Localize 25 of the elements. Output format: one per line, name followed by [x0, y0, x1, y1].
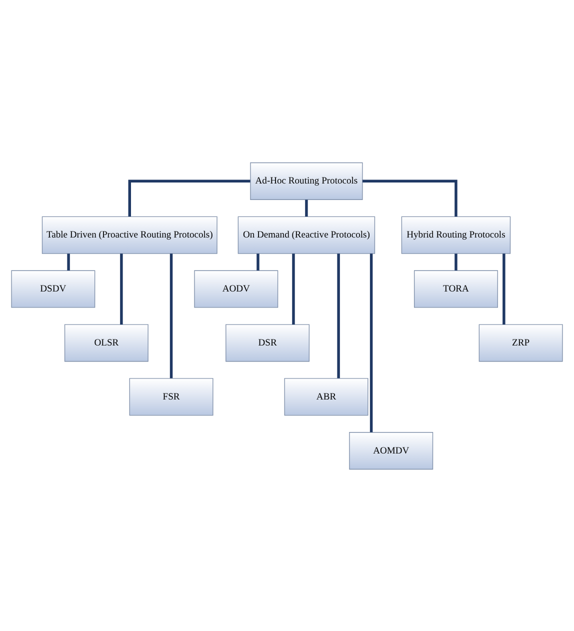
connector	[67, 253, 70, 270]
node-box: AODV	[194, 270, 278, 308]
connector	[120, 253, 123, 324]
node-box: OLSR	[64, 324, 148, 362]
node-box: Ad-Hoc Routing Protocols	[250, 162, 363, 200]
connector	[292, 253, 295, 324]
connector	[362, 179, 458, 216]
node-box: TORA	[414, 270, 498, 308]
connector	[256, 253, 260, 270]
node-box: ZRP	[478, 324, 563, 362]
node-box: FSR	[129, 378, 214, 416]
node-box: DSDV	[11, 270, 96, 308]
connector	[128, 179, 250, 216]
connector	[454, 253, 458, 270]
node-box: On Demand (Reactive Protocols)	[238, 216, 376, 254]
connector	[502, 253, 506, 324]
connector	[305, 199, 308, 216]
node-box: AOMDV	[349, 432, 434, 470]
node-box: DSR	[226, 324, 310, 362]
node-box: ABR	[284, 378, 368, 416]
connector	[337, 253, 340, 378]
connector	[170, 253, 173, 378]
connector	[370, 253, 373, 432]
node-box: Hybrid Routing Protocols	[401, 216, 511, 254]
node-box: Table Driven (Proactive Routing Protocols)	[42, 216, 218, 254]
